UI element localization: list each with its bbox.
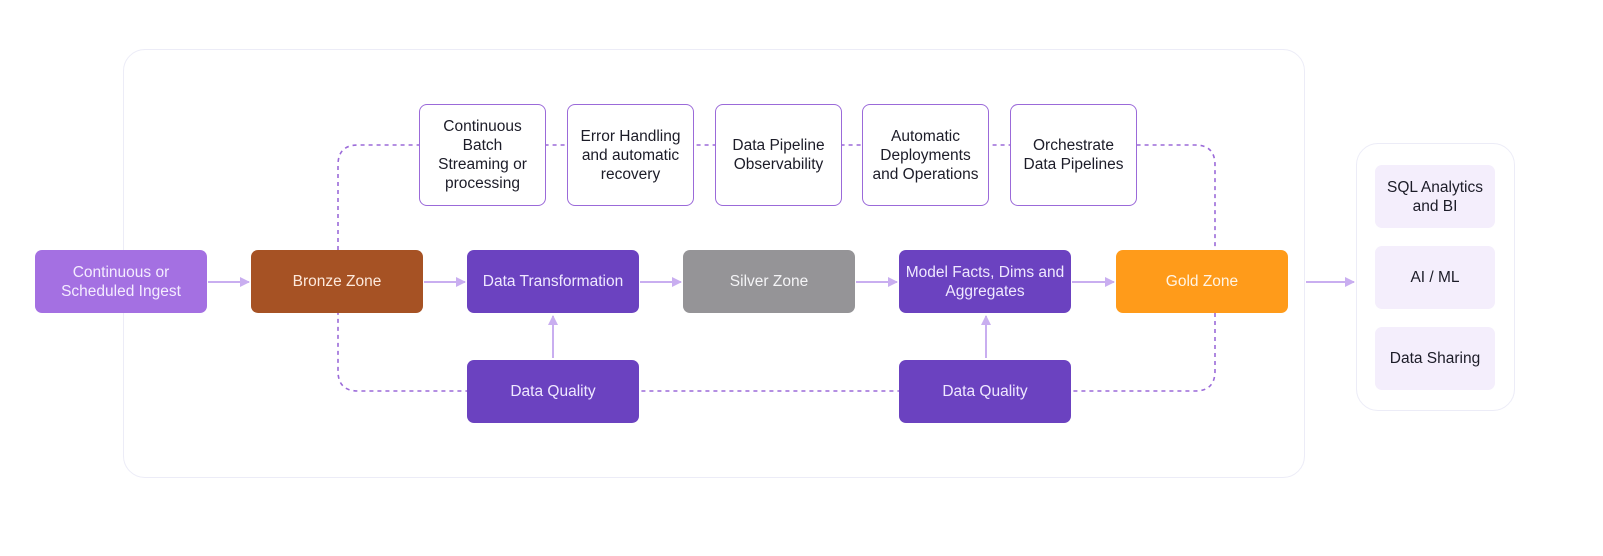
output-data-sharing: Data Sharing [1375, 327, 1495, 390]
dashed-loop [337, 144, 1216, 392]
capability-box: Continuous Batch Streaming or processing [419, 104, 546, 206]
output-sql-analytics: SQL Analytics and BI [1375, 165, 1495, 228]
ingest-node: Continuous or Scheduled Ingest [35, 250, 207, 313]
data-transformation-node: Data Transformation [467, 250, 639, 313]
capability-box: Orchestrate Data Pipelines [1010, 104, 1137, 206]
gold-zone-node: Gold Zone [1116, 250, 1288, 313]
model-facts-node: Model Facts, Dims and Aggregates [899, 250, 1071, 313]
capability-box: Automatic Deployments and Operations [862, 104, 989, 206]
output-ai-ml: AI / ML [1375, 246, 1495, 309]
capability-box: Data Pipeline Observability [715, 104, 842, 206]
data-quality-node: Data Quality [899, 360, 1071, 423]
silver-zone-node: Silver Zone [683, 250, 855, 313]
bronze-zone-node: Bronze Zone [251, 250, 423, 313]
capability-box: Error Handling and automatic recovery [567, 104, 694, 206]
data-quality-node: Data Quality [467, 360, 639, 423]
